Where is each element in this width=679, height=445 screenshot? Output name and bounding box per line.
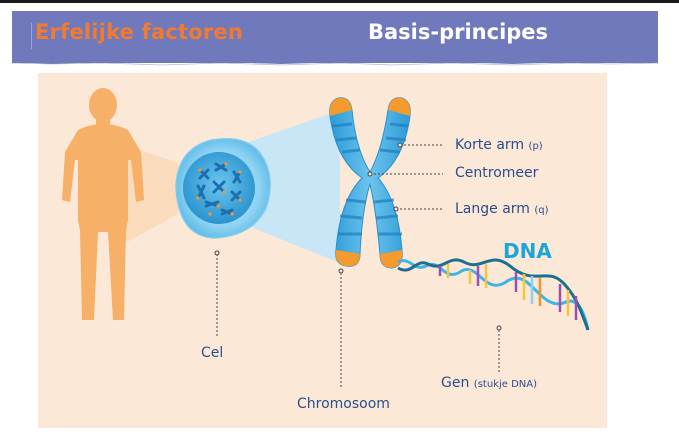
label-chromosoom: Chromosoom: [297, 396, 390, 412]
top-border: [0, 0, 679, 3]
dna-helix-icon: [397, 258, 590, 331]
zoom-cone-body-to-cell: [112, 140, 178, 250]
chromosome-icon: [329, 97, 411, 269]
torn-edge: [12, 60, 658, 66]
label-lange-arm: Lange arm (q): [455, 201, 549, 217]
header-separator: [31, 23, 32, 49]
label-gen: Gen (stukje DNA): [441, 375, 537, 391]
page-title: Erfelijke factoren: [35, 20, 244, 44]
label-korte-arm: Korte arm (p): [455, 137, 543, 153]
label-cel: Cel: [201, 345, 224, 361]
page-subtitle: Basis-principes: [368, 20, 549, 44]
leader-lines: [216, 144, 500, 388]
human-silhouette-icon: [62, 88, 144, 320]
header-band: [12, 11, 658, 63]
label-centromeer: Centromeer: [455, 165, 539, 181]
cell-icon: [175, 138, 271, 239]
label-dna: DNA: [503, 239, 552, 263]
